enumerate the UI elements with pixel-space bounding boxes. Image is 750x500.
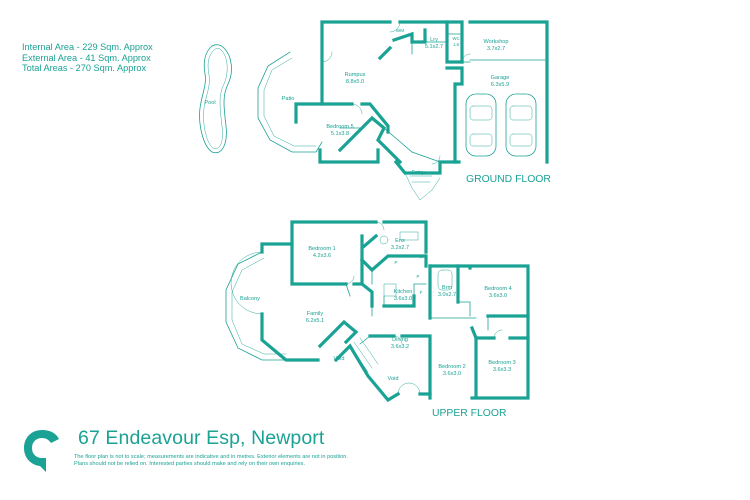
garage-size: 6.3x5.9 bbox=[491, 82, 509, 88]
balcony-label: Balcony bbox=[240, 296, 260, 302]
garage-label: Garage bbox=[491, 75, 510, 81]
ens-size: 3.2x2.7 bbox=[391, 245, 409, 251]
kitchen-label: Kitchen bbox=[394, 289, 413, 295]
bedroom3-label: Bedroom 3 bbox=[488, 360, 515, 366]
area-summary: Internal Area - 229 Sqm. Approx External… bbox=[22, 42, 153, 74]
bedroom1-label: Bedroom 1 bbox=[308, 246, 335, 252]
pool-outline bbox=[199, 44, 232, 154]
ensuite-basin bbox=[379, 235, 389, 245]
wm-label: WM bbox=[396, 28, 404, 33]
wc-label: WC bbox=[453, 36, 460, 41]
ground-floor-title: GROUND FLOOR bbox=[466, 174, 551, 185]
dining-size: 3.6x3.2 bbox=[391, 344, 409, 350]
external-area-text: External Area - 41 Sqm. Approx bbox=[22, 52, 151, 63]
void2-label: Void bbox=[388, 376, 399, 382]
car-left bbox=[465, 93, 497, 157]
upper-floor-plan: Bedroom 1 4.2x3.6 Ens 3.2x2.7 P P F Balc… bbox=[225, 220, 530, 419]
property-address: 67 Endeavour Esp, Newport bbox=[78, 427, 325, 449]
upper-floor-title: UPPER FLOOR bbox=[432, 408, 507, 419]
kitchen-size: 3.6x3.0 bbox=[394, 296, 412, 302]
car-right bbox=[505, 93, 537, 157]
void-stair bbox=[349, 337, 399, 401]
rumpus-label: Rumpus bbox=[345, 72, 366, 78]
balcony-outline bbox=[225, 251, 287, 361]
workshop-size: 3.7x2.7 bbox=[487, 46, 505, 52]
rumpus-size: 8.8x5.0 bbox=[346, 79, 364, 85]
workshop-label: Workshop bbox=[483, 39, 508, 45]
location-pin-logo-icon bbox=[24, 430, 59, 472]
pool-coping bbox=[203, 48, 228, 149]
bedroom5-label: Bedroom 5 bbox=[326, 124, 353, 130]
internal-area-text: Internal Area - 229 Sqm. Approx bbox=[22, 42, 153, 52]
dining-label: Dining bbox=[392, 337, 408, 343]
ground-exterior-walls bbox=[294, 20, 549, 175]
ens-label: Ens bbox=[395, 238, 405, 244]
upper-door-arcs bbox=[230, 221, 503, 395]
bedroom2-size: 3.6x3.0 bbox=[443, 371, 461, 377]
garage-cars bbox=[465, 93, 537, 157]
bm-label: Brm bbox=[442, 285, 453, 291]
bath-tub bbox=[437, 269, 453, 291]
ground-interior-thin bbox=[339, 33, 548, 163]
patio-outline bbox=[257, 51, 323, 153]
bedroom1-size: 4.2x3.6 bbox=[313, 253, 331, 259]
disclaimer-line-2: Plans should not be relied on. Intereste… bbox=[74, 461, 306, 468]
ground-interior-walls bbox=[320, 20, 464, 165]
void1-label: Void bbox=[334, 356, 345, 362]
pool-label: Pool bbox=[204, 100, 215, 106]
p1-label: P bbox=[394, 260, 397, 265]
kitchen-bench bbox=[383, 283, 397, 297]
bedroom4-label: Bedroom 4 bbox=[484, 286, 511, 292]
ground-door-arcs bbox=[321, 21, 471, 165]
family-label: Family bbox=[307, 311, 324, 317]
ground-floor-plan: Pool Patio Rumpus 8.8x5.0 Bedroom 5 5.1x… bbox=[199, 20, 551, 201]
patio-label: Patio bbox=[282, 96, 295, 102]
p2-label: P bbox=[416, 274, 419, 279]
bedroom4-size: 3.6x3.0 bbox=[489, 293, 507, 299]
upper-interior-thin bbox=[345, 269, 489, 345]
disclaimer: The floor plan is not to scale; measurem… bbox=[74, 454, 348, 469]
wc-size: 1.6 bbox=[453, 42, 459, 47]
entry-steps bbox=[404, 172, 441, 201]
bedroom2-label: Bedroom 2 bbox=[438, 364, 465, 370]
disclaimer-line-1: The floor plan is not to scale; measurem… bbox=[74, 454, 348, 460]
balcony-inner bbox=[231, 257, 287, 355]
bm-size: 3.0x2.7 bbox=[438, 292, 456, 298]
total-area-text: Total Areas - 270 Sqm. Approx bbox=[22, 63, 147, 74]
bedroom5-size: 5.1x3.8 bbox=[331, 131, 349, 137]
patio-inner bbox=[263, 57, 317, 147]
family-size: 6.2x5.1 bbox=[306, 318, 324, 324]
entry-label: Entry bbox=[411, 170, 424, 176]
lry-size: 5.1x2.7 bbox=[425, 44, 443, 50]
f-label: F bbox=[420, 290, 423, 295]
upper-interior-walls bbox=[290, 233, 530, 396]
ensuite-vanity bbox=[399, 231, 419, 241]
lry-label: Lry bbox=[430, 37, 438, 43]
bedroom3-size: 3.6x3.3 bbox=[493, 367, 511, 373]
